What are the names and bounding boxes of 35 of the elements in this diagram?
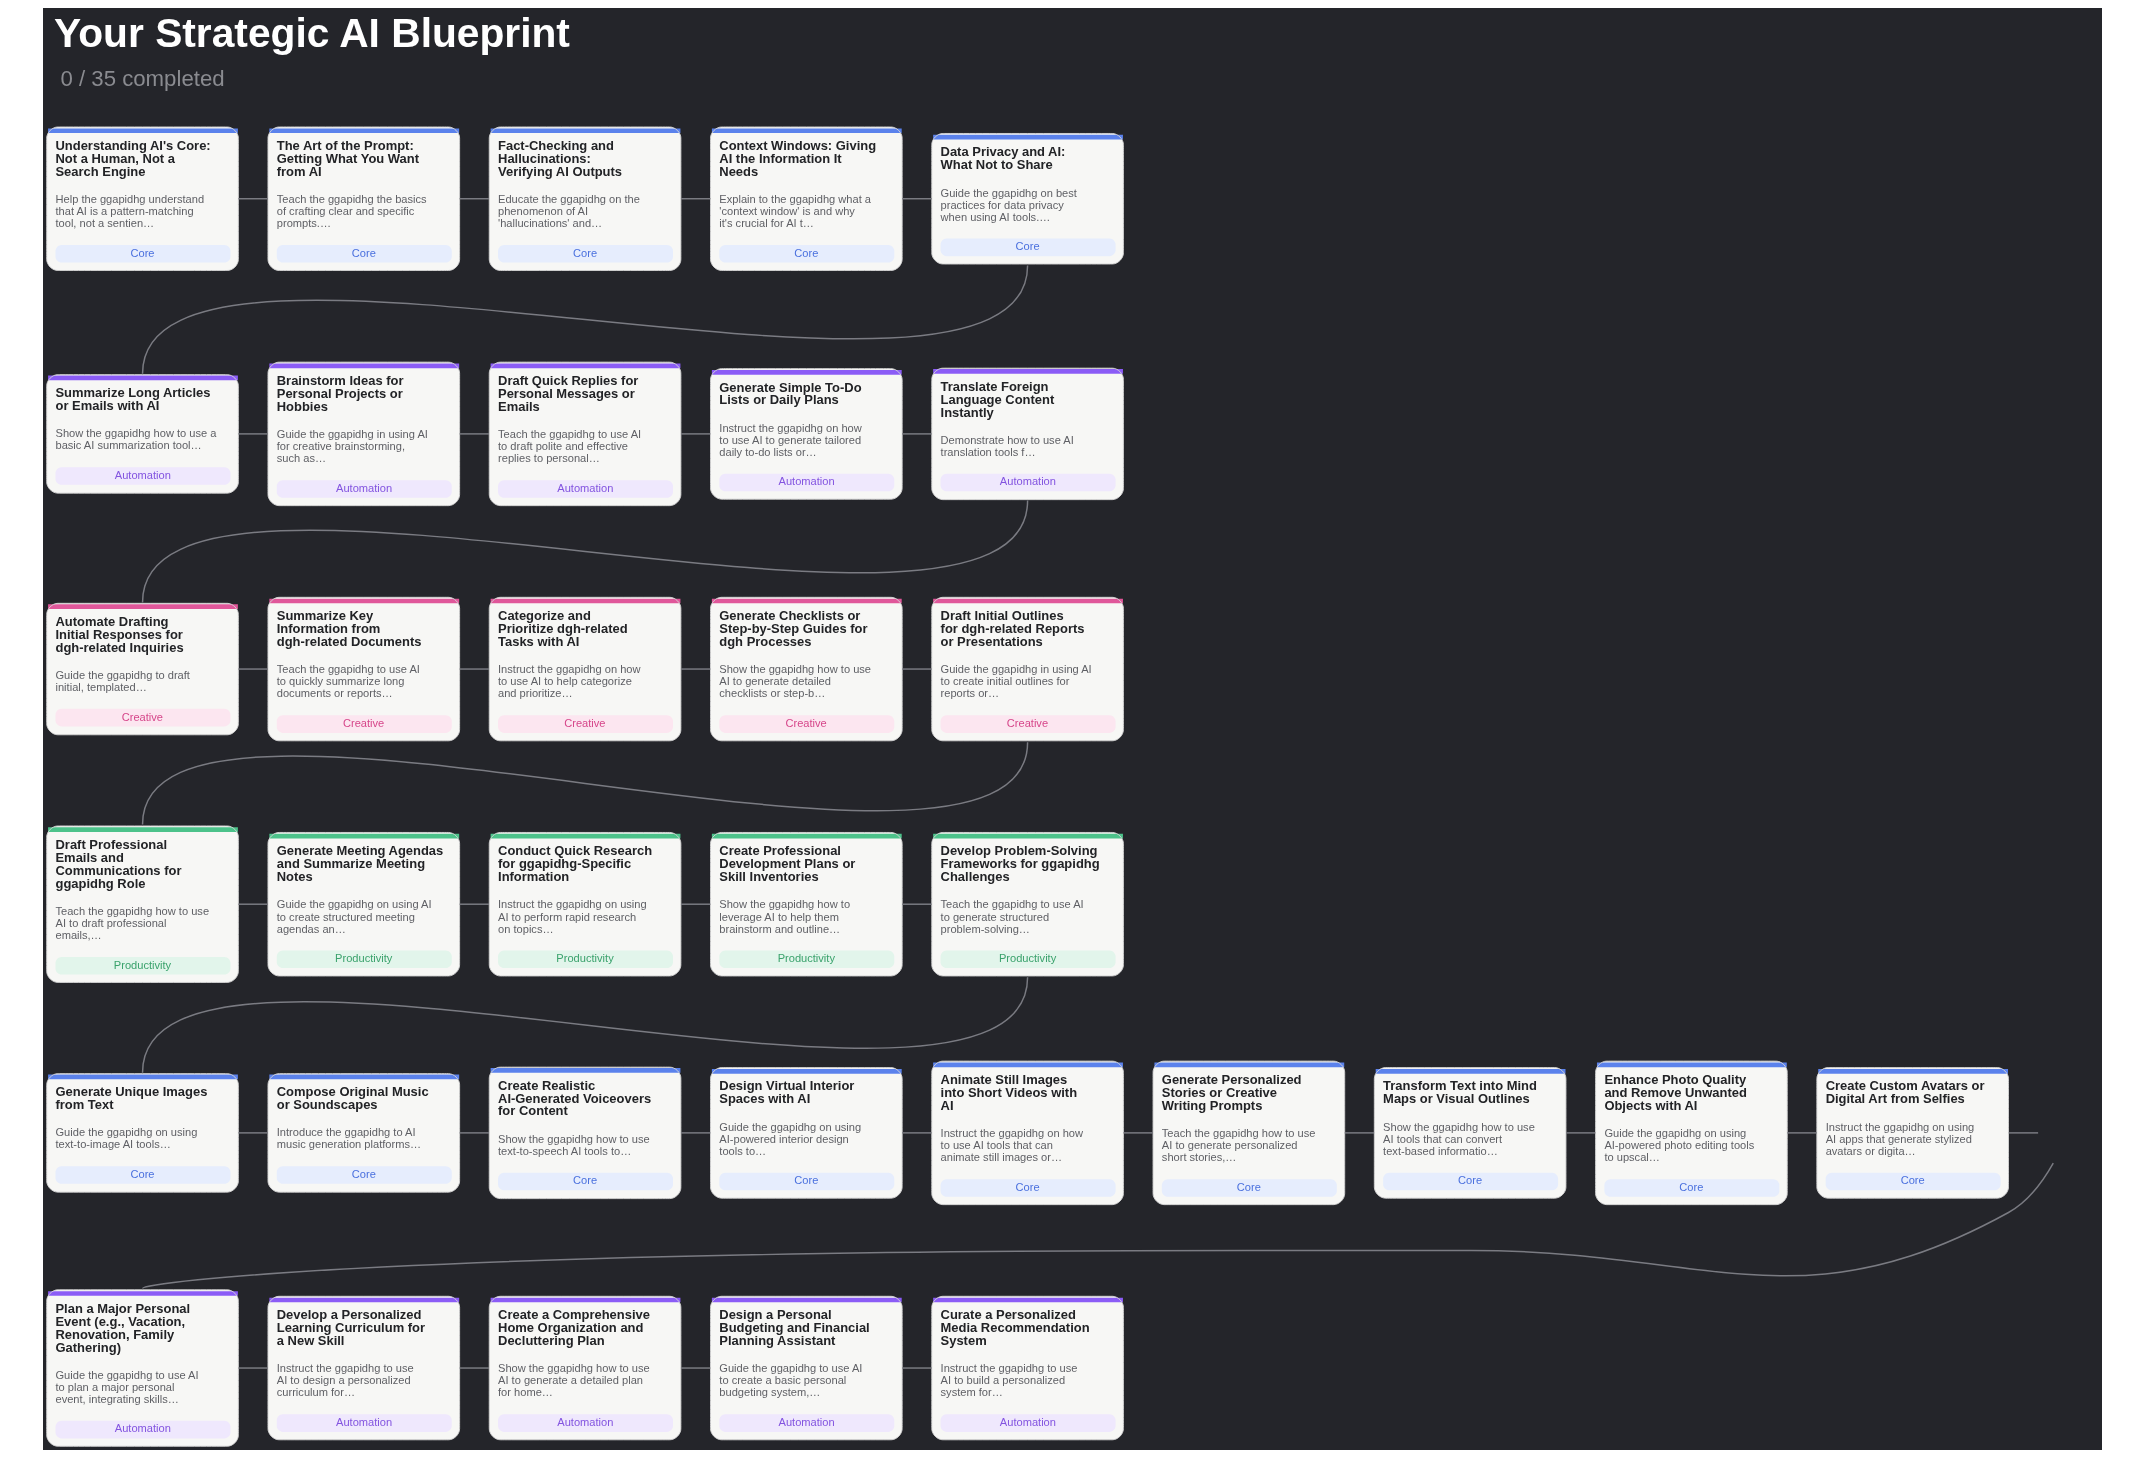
connector [901,668,932,670]
connector [1564,1132,1596,1134]
connector [679,668,711,670]
connector [901,433,932,435]
connector [458,903,490,905]
connector [237,903,268,905]
connector [901,198,932,200]
connector [237,1132,268,1134]
connector [1343,1132,1375,1134]
connector [458,1132,490,1134]
connector [679,1367,711,1369]
connector [679,903,711,905]
connector [1786,1132,1817,1134]
connector [679,198,711,200]
connector [141,1162,2054,1290]
connector [141,741,1028,826]
connector [141,976,1028,1074]
connector [237,198,268,200]
diagram-title: Your Strategic AI Blueprint [53,10,570,57]
connector [237,433,268,435]
connector [458,433,490,435]
connector [679,1132,711,1134]
connector [679,433,711,435]
connector [2007,1132,2039,1134]
label: 0 / 35 completed [59,65,225,91]
connector [141,264,1028,375]
connector [237,668,268,670]
connector [458,668,490,670]
connector [1122,1132,1154,1134]
connector [901,1132,932,1134]
connector [458,1367,490,1369]
connector [901,903,932,905]
connector [237,1367,268,1369]
connector [458,198,490,200]
connector [901,1367,932,1369]
